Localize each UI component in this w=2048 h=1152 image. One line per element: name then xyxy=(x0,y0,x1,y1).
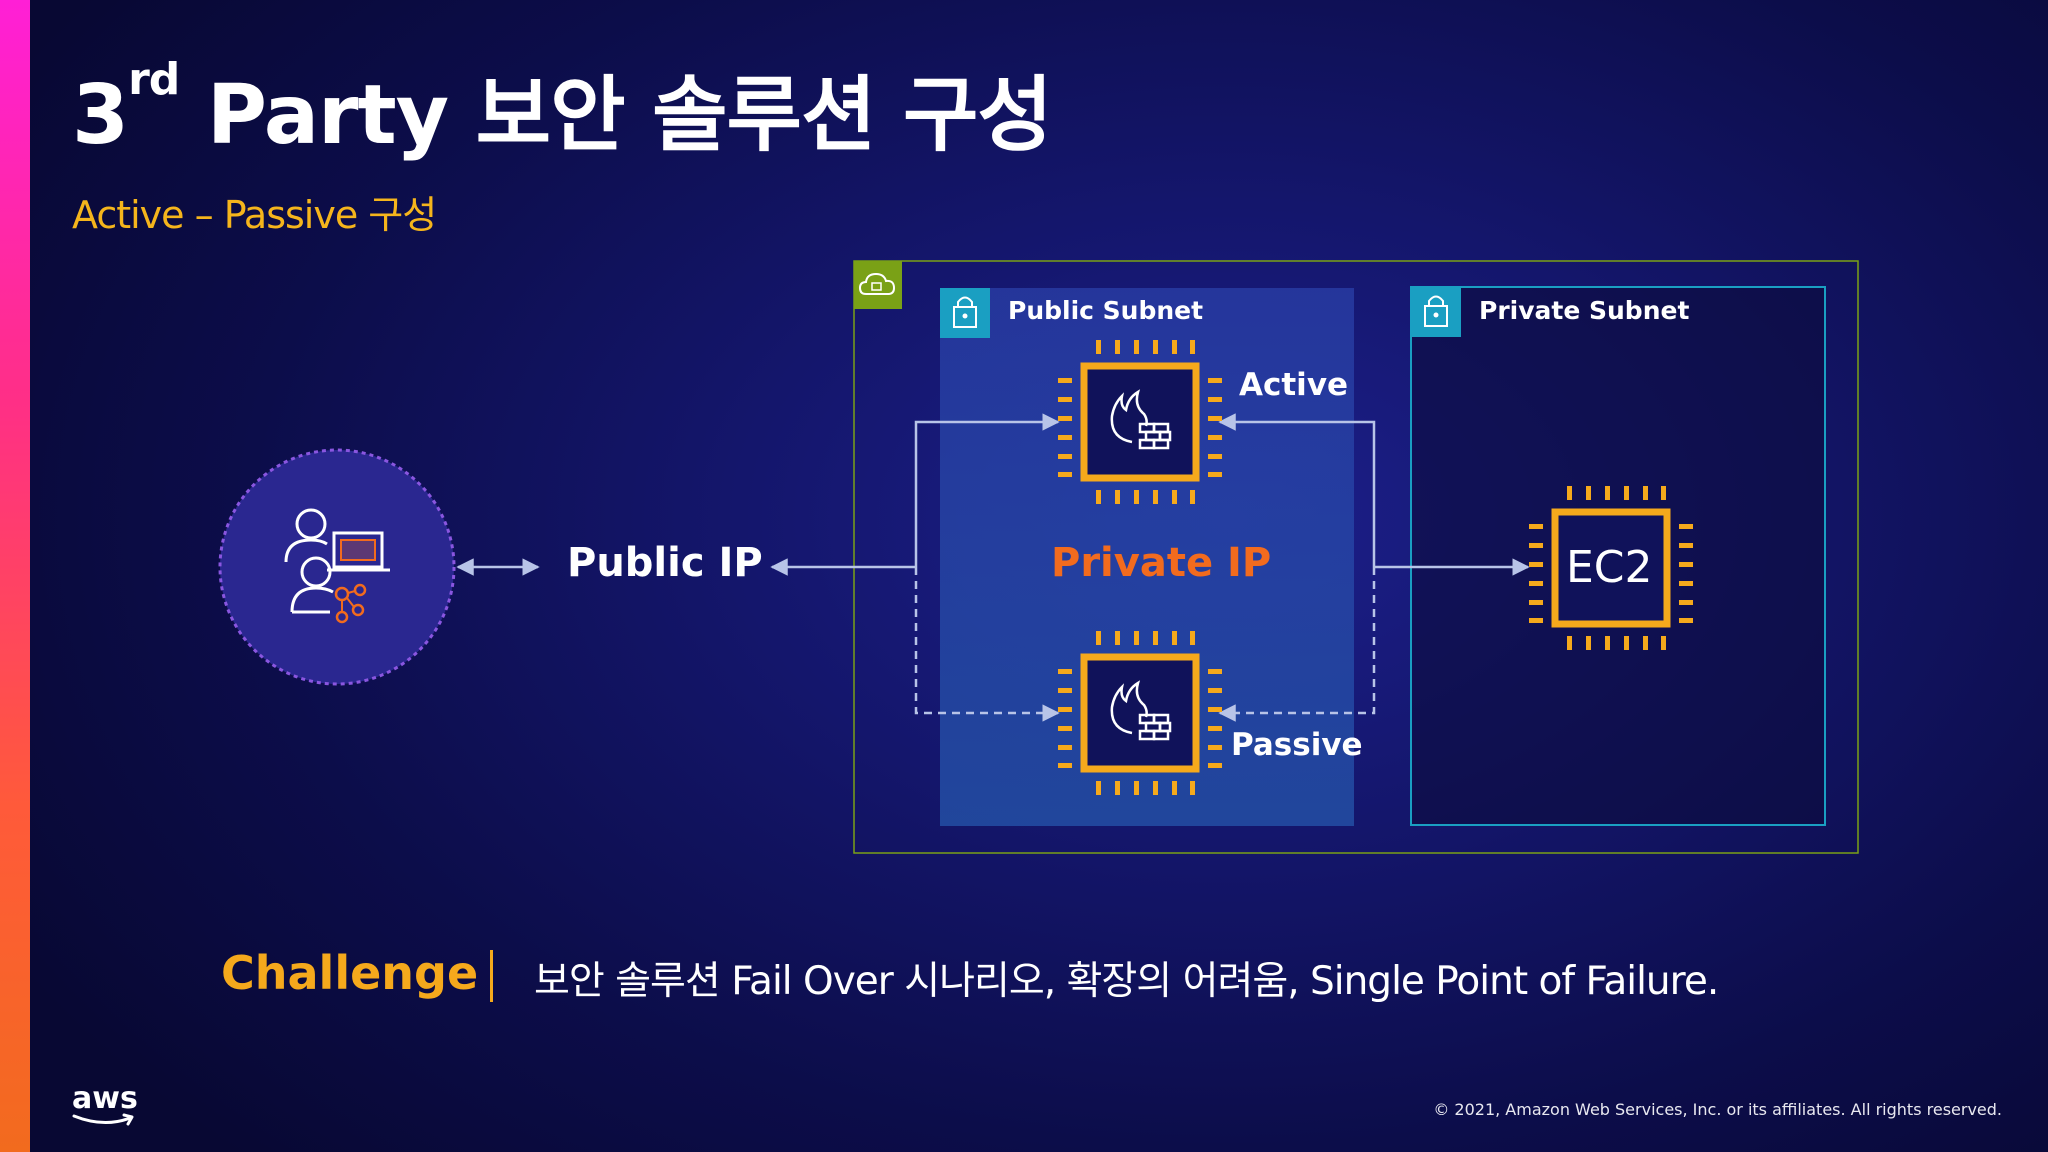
passive-label: Passive xyxy=(1231,727,1363,763)
firewall-icon xyxy=(1110,389,1172,450)
users-group-icon xyxy=(218,448,456,686)
to-passive-arrow xyxy=(914,567,1060,722)
ec2-label: EC2 xyxy=(1566,542,1653,593)
private-subnet-lock-icon xyxy=(1411,287,1461,337)
challenge-text: 보안 솔루션 Fail Over 시나리오, 확장의 어려움, Single P… xyxy=(534,959,1719,1004)
challenge-divider xyxy=(490,950,493,1002)
slide-subtitle: Active – Passive 구성 xyxy=(72,193,437,237)
ec2-to-active-arrow xyxy=(1218,413,1376,567)
ec2-to-passive-arrow xyxy=(1218,567,1376,722)
vpc-cloud-icon xyxy=(854,261,902,309)
to-active-arrow xyxy=(914,413,1060,567)
ec2-instance-chip xyxy=(1529,486,1693,650)
challenge-title: Challenge xyxy=(221,946,479,1000)
active-label: Active xyxy=(1239,367,1349,403)
firewall-icon xyxy=(1110,680,1172,741)
left-accent-bar xyxy=(0,0,30,1152)
public-subnet-lock-icon xyxy=(940,288,990,338)
slide-title: 3rd Party 보안 솔루션 구성 xyxy=(72,54,1053,163)
copyright-text: © 2021, Amazon Web Services, Inc. or its… xyxy=(1433,1100,2002,1119)
connection-lines xyxy=(456,413,1530,722)
passive-firewall-chip xyxy=(1058,631,1222,795)
private-ip-label: Private IP xyxy=(1051,540,1272,586)
aws-logo: aws xyxy=(72,1084,144,1132)
public-subnet-label: Public Subnet xyxy=(1008,296,1204,325)
private-subnet-label: Private Subnet xyxy=(1479,296,1690,325)
public-ip-label: Public IP xyxy=(567,540,763,586)
active-firewall-chip xyxy=(1058,340,1222,504)
vpc-boundary xyxy=(853,260,1859,854)
